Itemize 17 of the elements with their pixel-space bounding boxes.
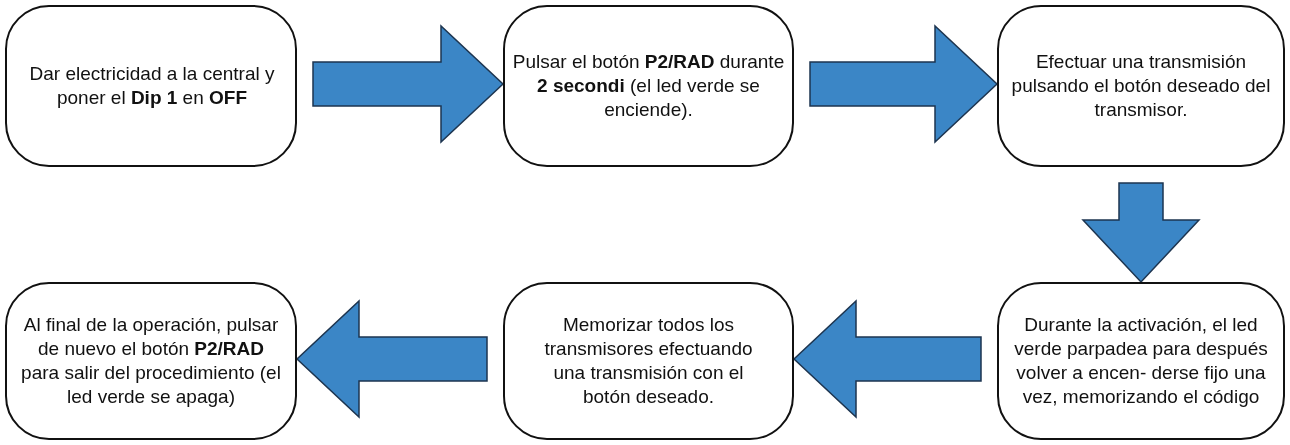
- step-text: Al final de la operación, pulsar de nuevo el botón P2/RAD para salir del procedimiento (el led verde se apaga): [20, 313, 282, 409]
- step-text: Efectuar una transmisión pulsando el botón deseado del transmisor.: [1010, 50, 1272, 122]
- rounded-process-box: [997, 5, 1285, 167]
- step-text: Pulsar el botón P2/RAD durante 2 secondi (el led verde se enciende).: [511, 50, 786, 122]
- rounded-process-box: [503, 282, 794, 440]
- rounded-process-box: [5, 282, 297, 440]
- step-text: Durante la activación, el led verde parpadea para después volver a encen- derse fijo una vez, memorizando el código: [1013, 313, 1269, 409]
- block-arrow: [312, 24, 505, 144]
- rounded-process-box: [5, 5, 297, 167]
- step-text: Dar electricidad a la central y poner el Dip 1 en OFF: [28, 62, 276, 110]
- rounded-process-box: [997, 282, 1285, 440]
- rounded-process-box: [503, 5, 794, 167]
- block-arrow: [792, 299, 982, 419]
- block-arrow: [809, 24, 999, 144]
- step-text: Memorizar todos los transmisores efectuando una transmisión con el botón deseado.: [543, 313, 754, 409]
- block-arrow: [295, 299, 488, 419]
- block-arrow: [1081, 182, 1201, 284]
